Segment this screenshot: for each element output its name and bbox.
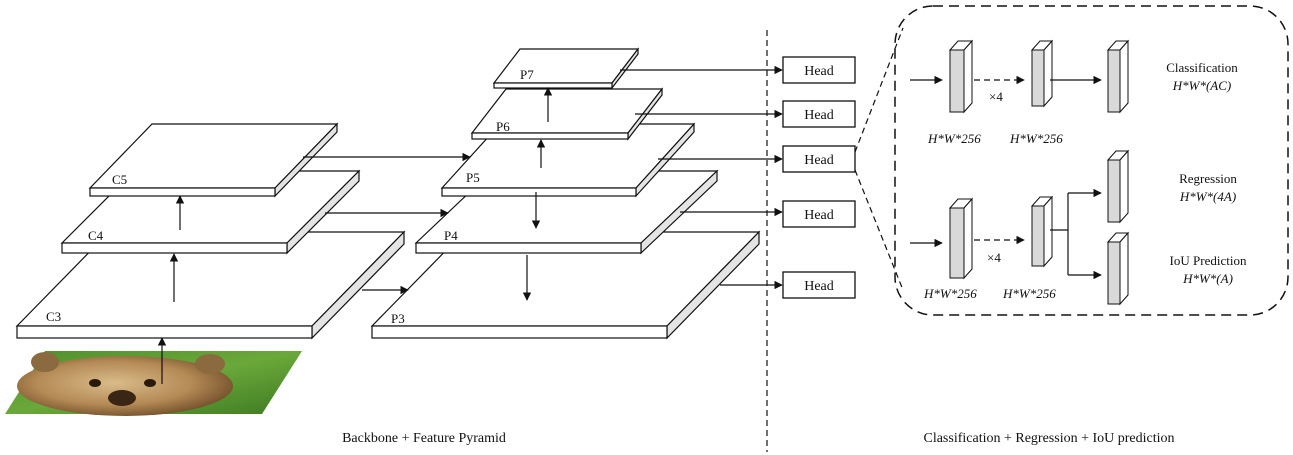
classification-dims: H*W*(AC) [1172, 78, 1232, 93]
fmap-cls-1 [948, 39, 974, 114]
feat-dim-3: H*W*256 [923, 286, 977, 301]
repeat-bottom-label: ×4 [987, 250, 1001, 265]
regression-title: Regression [1179, 171, 1237, 186]
head-label-5: Head [804, 279, 834, 294]
caption-left: Backbone + Feature Pyramid [342, 431, 506, 446]
label-p3: P3 [391, 311, 405, 326]
input-image [5, 351, 302, 416]
fmap-cls-2 [1030, 39, 1054, 108]
iou-title: IoU Prediction [1170, 253, 1247, 268]
regression-dims: H*W*(4A) [1179, 189, 1236, 204]
head-box-3: Head [782, 145, 856, 173]
level-p7 [492, 47, 640, 90]
label-c5: C5 [112, 172, 127, 187]
fmap-cls-out [1106, 39, 1130, 114]
zoom-line-bottom [854, 169, 904, 291]
zoom-line-top [854, 27, 904, 153]
level-c3 [15, 230, 406, 340]
classification-title: Classification [1166, 60, 1238, 75]
label-p7: P7 [520, 67, 534, 82]
backbone-group: C3 C4 C5 [15, 122, 406, 384]
bear-photo-icon [17, 352, 233, 416]
feat-dim-2: H*W*256 [1009, 131, 1063, 146]
label-c3: C3 [46, 309, 61, 324]
repeat-top-label: ×4 [989, 89, 1003, 104]
fmap-reg-out [1106, 149, 1130, 224]
feat-dim-4: H*W*256 [1002, 286, 1056, 301]
level-p3 [370, 230, 761, 340]
label-p4: P4 [444, 228, 458, 243]
head-box-2: Head [782, 100, 856, 128]
head-label-1: Head [804, 64, 834, 79]
caption-right: Classification + Regression + IoU predic… [923, 431, 1174, 446]
label-p5: P5 [466, 170, 480, 185]
head-box-5: Head [782, 271, 856, 299]
head-label-4: Head [804, 208, 834, 223]
feature-maps-group [948, 39, 1130, 306]
iou-dims: H*W*(A) [1182, 271, 1233, 286]
level-p6 [470, 87, 664, 141]
head-label-3: Head [804, 153, 834, 168]
level-c5 [88, 122, 339, 198]
level-p5 [440, 122, 696, 198]
feat-dim-1: H*W*256 [927, 131, 981, 146]
head-detail-panel: ×4 ×4 H*W*256 H*W*256 H*W*256 H*W*256 Cl… [854, 5, 1289, 316]
head-box-1: Head [782, 56, 856, 84]
fmap-reg-2 [1030, 195, 1054, 268]
fmap-reg-1 [948, 197, 974, 280]
label-c4: C4 [88, 228, 104, 243]
feature-pyramid-group: P3 P4 P5 P6 P7 [303, 47, 761, 340]
label-p6: P6 [496, 119, 510, 134]
head-label-2: Head [804, 108, 834, 123]
head-box-4: Head [782, 200, 856, 228]
fmap-iou-out [1106, 231, 1130, 306]
